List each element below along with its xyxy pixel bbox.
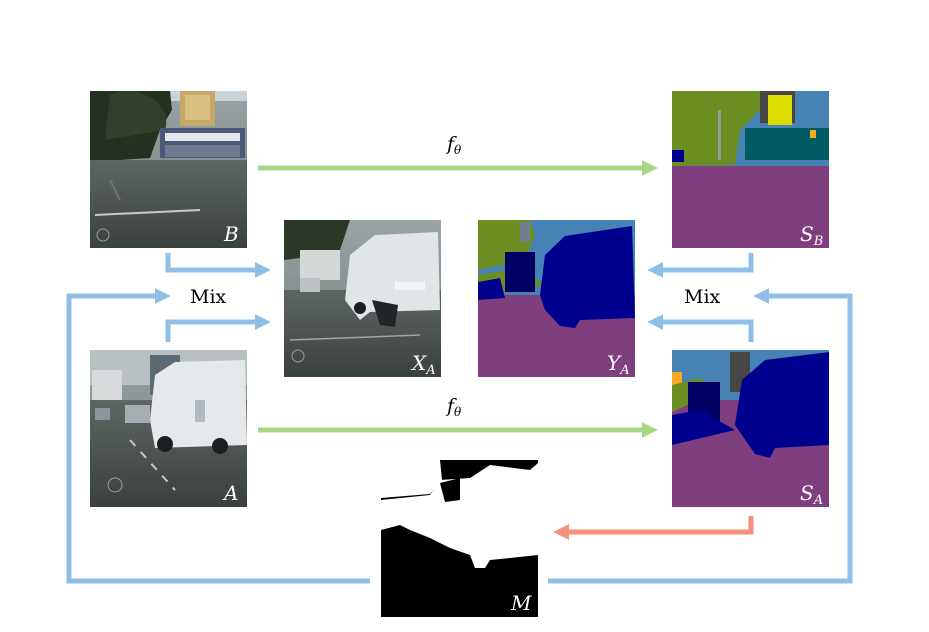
mask-arrow-to-right-mix: [548, 287, 853, 584]
f-theta-label-top: fθ: [445, 133, 462, 157]
label-SB: SB: [800, 222, 823, 249]
image-B: B: [90, 91, 247, 248]
mask-arrow-to-left-mix: [66, 287, 370, 584]
image-YA: YA: [478, 220, 635, 378]
label-SA: SA: [800, 481, 823, 508]
image-M: M: [381, 460, 538, 617]
label-A: A: [222, 481, 238, 505]
mix-arrow-from-SB: [647, 253, 754, 279]
label-B: B: [223, 222, 239, 246]
mask-derivation-arrow: [553, 516, 754, 541]
image-SB: SB: [672, 91, 829, 249]
mix-label-right: Mix: [684, 286, 721, 308]
mix-arrow-from-SA: [647, 313, 754, 342]
image-SA: SA: [672, 350, 829, 508]
image-XA: XA: [284, 220, 441, 378]
f-theta-label-bottom: fθ: [445, 395, 462, 419]
mix-arrow-from-A: [165, 313, 271, 342]
image-A: A: [90, 350, 247, 507]
label-XA: XA: [410, 351, 436, 378]
label-M: M: [510, 591, 532, 615]
label-YA: YA: [607, 351, 630, 378]
mix-label-left: Mix: [190, 286, 227, 308]
mix-arrow-from-B: [165, 253, 271, 279]
